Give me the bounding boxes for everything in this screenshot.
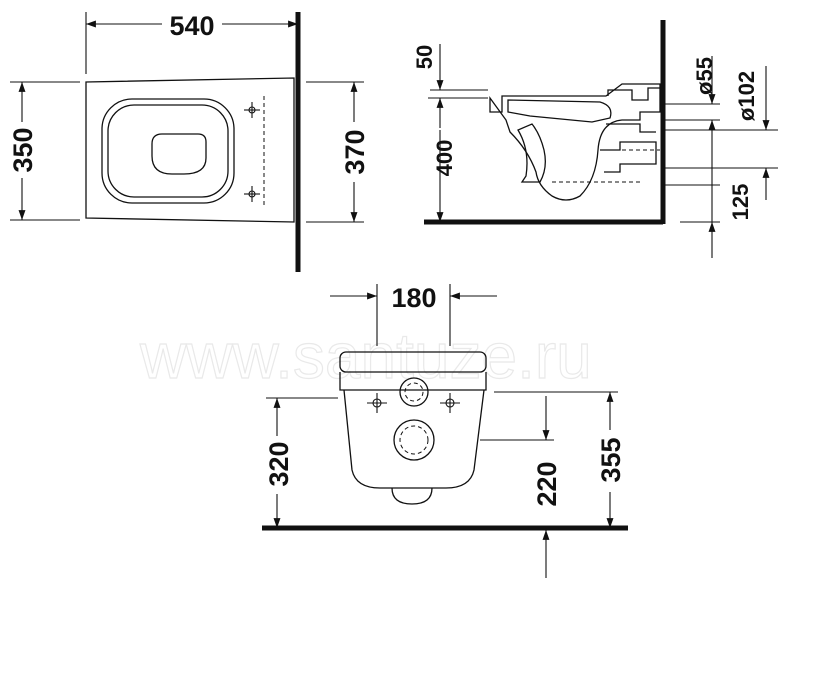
hinge-mark-bottom (244, 186, 260, 202)
bolt-hole-left (367, 393, 387, 413)
dim-depth-left-label: 350 (8, 127, 38, 172)
bowl-outline-top (85, 77, 295, 223)
bowl-rim-inner (507, 99, 612, 123)
outlet-pipe (600, 141, 657, 173)
top-view: 540 350 370 (8, 11, 370, 272)
dim-pipe-small-label: ø55 (692, 57, 717, 95)
bowl-side-outline (489, 83, 661, 201)
outlet-inner (399, 425, 429, 455)
seat-lid (339, 351, 487, 373)
bolt-profile (606, 123, 656, 133)
trap-front (517, 123, 546, 183)
seat-rim (339, 372, 487, 391)
dim-pipe-large-label: ø102 (734, 71, 759, 121)
dim-depth-right-label: 370 (340, 129, 370, 174)
dim-inlet-height-label: 400 (432, 140, 457, 177)
bolt-hole-right (440, 393, 460, 413)
dim-width-label: 540 (169, 11, 214, 41)
front-view: 180 320 220 355 (262, 283, 628, 578)
seat-inner-rim (107, 104, 229, 198)
inlet-inner (404, 382, 424, 402)
outlet-circle (393, 419, 435, 461)
hinge-mark-top (244, 102, 260, 118)
dim-top-offset-label: 50 (412, 45, 437, 69)
bowl-opening (151, 133, 207, 175)
dim-bolt-height-label: 125 (728, 184, 753, 221)
inlet-circle (399, 377, 429, 407)
watermark-text: www.santuze.ru (139, 320, 592, 392)
bowl-body-front (343, 389, 485, 489)
bowl-foot (391, 487, 433, 505)
side-view: 50 400 ø55 ø102 125 (412, 20, 778, 258)
dim-outlet-height-label: 220 (532, 461, 562, 506)
seat-outer (101, 98, 235, 204)
dim-rim-height-label: 320 (264, 441, 294, 486)
dim-total-height-label: 355 (596, 437, 626, 482)
inlet-pipe (607, 87, 660, 101)
dim-bolt-spacing-label: 180 (391, 283, 436, 313)
